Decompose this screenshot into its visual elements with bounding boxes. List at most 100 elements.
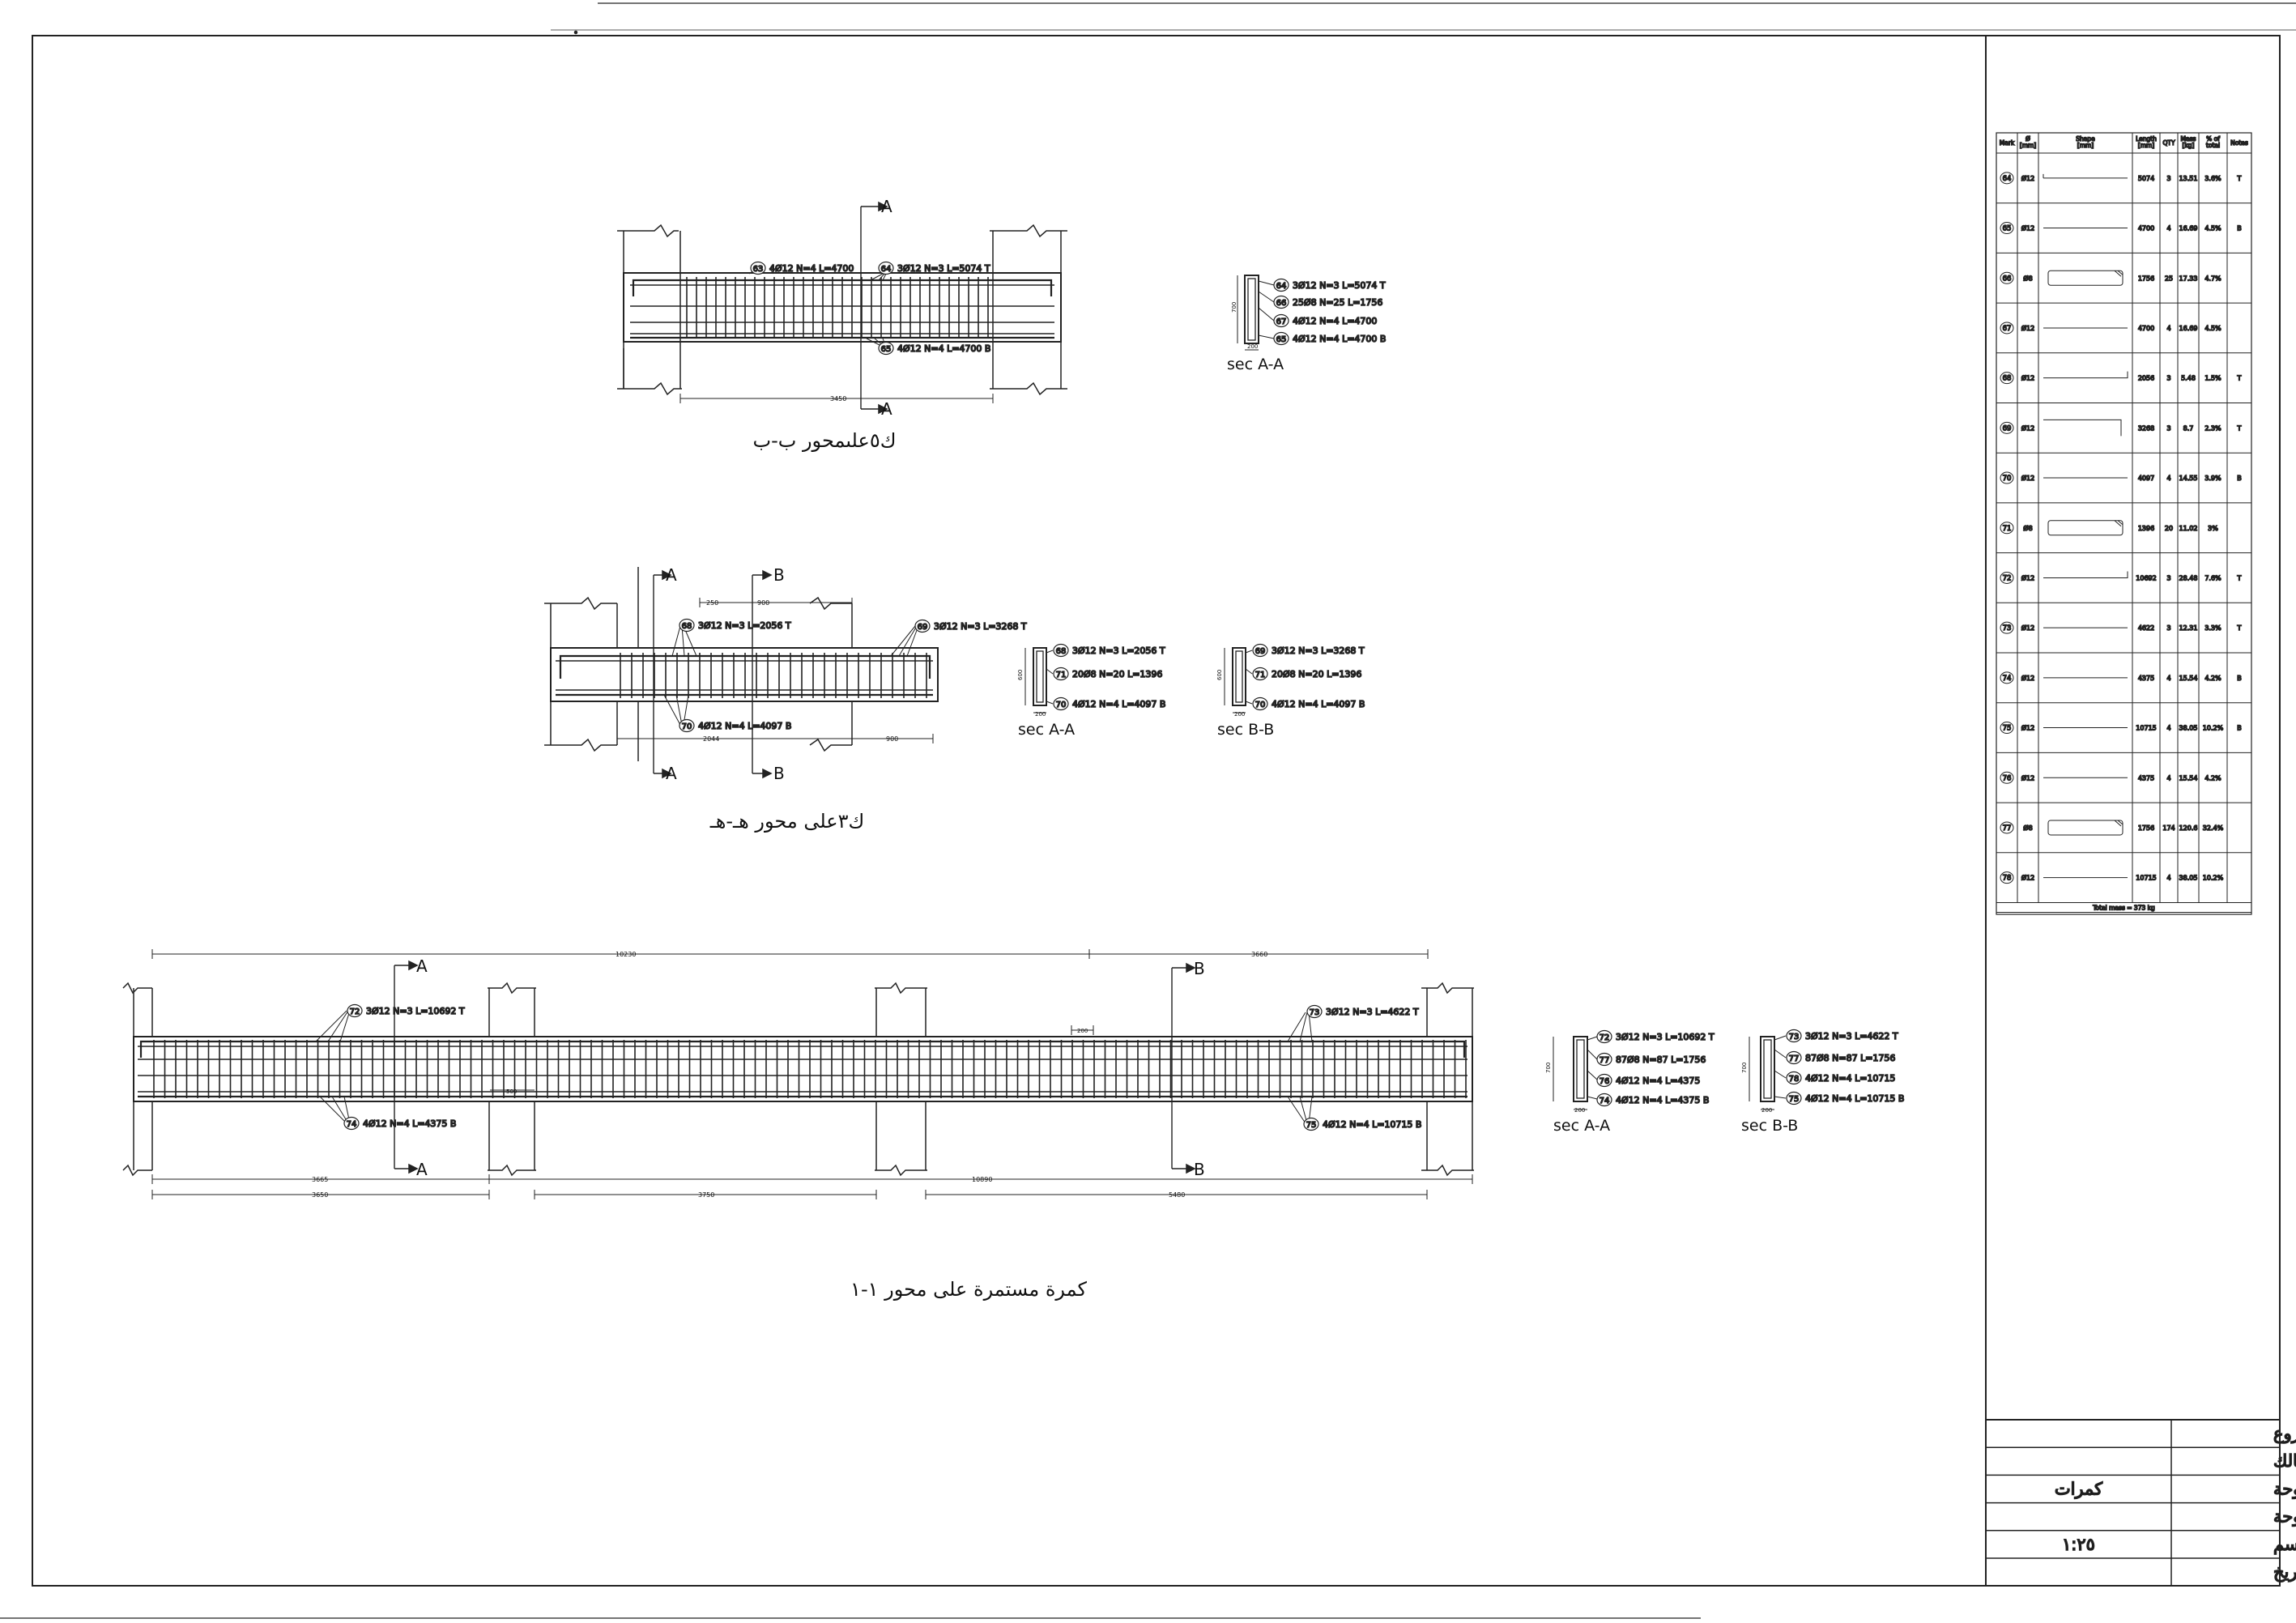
schedule-cell: 4097	[2138, 475, 2154, 482]
schedule-cell: 72	[2003, 574, 2012, 582]
schedule-cell: 4.5%	[2204, 325, 2221, 332]
dim-3750: 3750	[698, 1191, 714, 1199]
callout-text: 4Ø12 N=4 L=4700 B	[1293, 334, 1386, 344]
callout-number: 69	[918, 623, 928, 632]
schedule-cell: 1396	[2138, 525, 2154, 532]
k3-title: ك٣على محور هـ-هـ	[709, 810, 865, 833]
schedule-cell: 4	[2166, 774, 2170, 782]
title-block: مشروعالمالكبيان اللوحةكمراترقم اللوحةمقي…	[1986, 1419, 2296, 1586]
schedule-cell: 38.05	[2179, 875, 2198, 882]
dimension-lines	[616, 598, 934, 743]
schedule-cell: 4.7%	[2204, 275, 2221, 282]
dim-3650: 3650	[312, 1191, 328, 1199]
schedule-header: QTY	[2162, 139, 2175, 147]
schedule-header: total	[2206, 142, 2220, 149]
schedule-header: Notes	[2230, 139, 2248, 147]
schedule-cell: 2056	[2138, 375, 2154, 382]
section-mark-a-top: A	[416, 956, 428, 976]
section-cut-a	[860, 201, 888, 415]
section-mark-a-top: A	[666, 565, 677, 585]
callout-text: 4Ø12 N=4 L=4700 B	[897, 343, 990, 354]
title-block-label: رقم اللوحة	[2273, 1507, 2296, 1527]
section-mark-a-bottom: A	[666, 764, 677, 783]
section-mark-b-bottom: B	[1194, 1160, 1205, 1179]
schedule-cell: Ø12	[2021, 174, 2034, 182]
schedule-cell: 25	[2165, 275, 2173, 282]
stirrups	[686, 277, 989, 339]
schedule-cell: 75	[2003, 725, 2012, 733]
schedule-cell: 38.05	[2179, 725, 2198, 732]
span-dimension	[679, 394, 994, 403]
schedule-cell: 70	[2003, 475, 2012, 483]
schedule-cell: 71	[2003, 525, 2012, 533]
width-dim: 200	[1247, 343, 1258, 350]
schedule-cell: T	[2237, 624, 2242, 632]
schedule-header: [mm]	[2020, 142, 2037, 149]
title-block-row: المالك	[2273, 1450, 2296, 1472]
schedule-header: [mm]	[2138, 142, 2155, 149]
height-dim: 600	[1216, 670, 1223, 680]
schedule-header: [kg]	[2183, 142, 2195, 149]
schedule-cell: 14.55	[2179, 475, 2198, 482]
callout-text: 4Ø12 N=4 L=4097 B	[1072, 699, 1165, 709]
dim-250: 250	[706, 599, 718, 607]
callout-number: 75	[1789, 1095, 1800, 1104]
section-a-label: sec A-A	[1018, 721, 1075, 739]
callout-text: 4Ø12 N=4 L=4375 B	[363, 1118, 456, 1129]
schedule-cell: T	[2237, 375, 2242, 382]
bar-shape-straight	[2043, 173, 2128, 179]
callout-number: 65	[881, 345, 892, 354]
schedule-cell: 174	[2162, 824, 2175, 832]
schedule-cell: 3	[2166, 175, 2170, 182]
schedule-cell: 10692	[2136, 574, 2156, 581]
section-cut-b	[752, 569, 773, 779]
cont-title: كمرة مستمرة على محور ١-١	[850, 1278, 1087, 1301]
section-cut-a	[394, 960, 419, 1174]
schedule-cell: 77	[2003, 824, 2012, 833]
title-block-row: بيان اللوحةكمرات	[2054, 1479, 2296, 1500]
stirrups	[620, 653, 927, 698]
callout-number: 70	[1056, 701, 1067, 709]
schedule-header: Mass	[2181, 135, 2196, 143]
callout-number: 78	[1789, 1075, 1800, 1084]
callout-number: 70	[682, 722, 692, 731]
callout-number: 74	[347, 1120, 357, 1129]
schedule-cell: 3.3%	[2204, 624, 2221, 632]
bar-callout-74: 74 4Ø12 N=4 L=4375 B	[343, 1116, 457, 1131]
schedule-cell: 15.54	[2179, 774, 2198, 782]
schedule-header: Ø	[2026, 135, 2030, 143]
width-dim: 200	[1761, 1107, 1772, 1114]
width-dim: 200	[1035, 711, 1046, 718]
callout-text: 4Ø12 N=4 L=4097 B	[1272, 699, 1365, 709]
callout-text: 4Ø12 N=4 L=4375 B	[1616, 1095, 1709, 1105]
callout-text: 3Ø12 N=3 L=4622 T	[1805, 1031, 1898, 1042]
callout-text: 4Ø12 N=4 L=10715 B	[1323, 1119, 1421, 1130]
schedule-cell: 17.33	[2179, 275, 2198, 282]
bar-shape-stirrup	[2047, 820, 2123, 836]
callout-number: 66	[1276, 299, 1287, 308]
schedule-cell: Ø12	[2021, 573, 2034, 581]
schedule-header: % of	[2206, 135, 2220, 143]
schedule-cell: Ø8	[2023, 524, 2032, 532]
schedule-cell: 68	[2003, 375, 2012, 383]
callout-number: 68	[1056, 647, 1067, 656]
